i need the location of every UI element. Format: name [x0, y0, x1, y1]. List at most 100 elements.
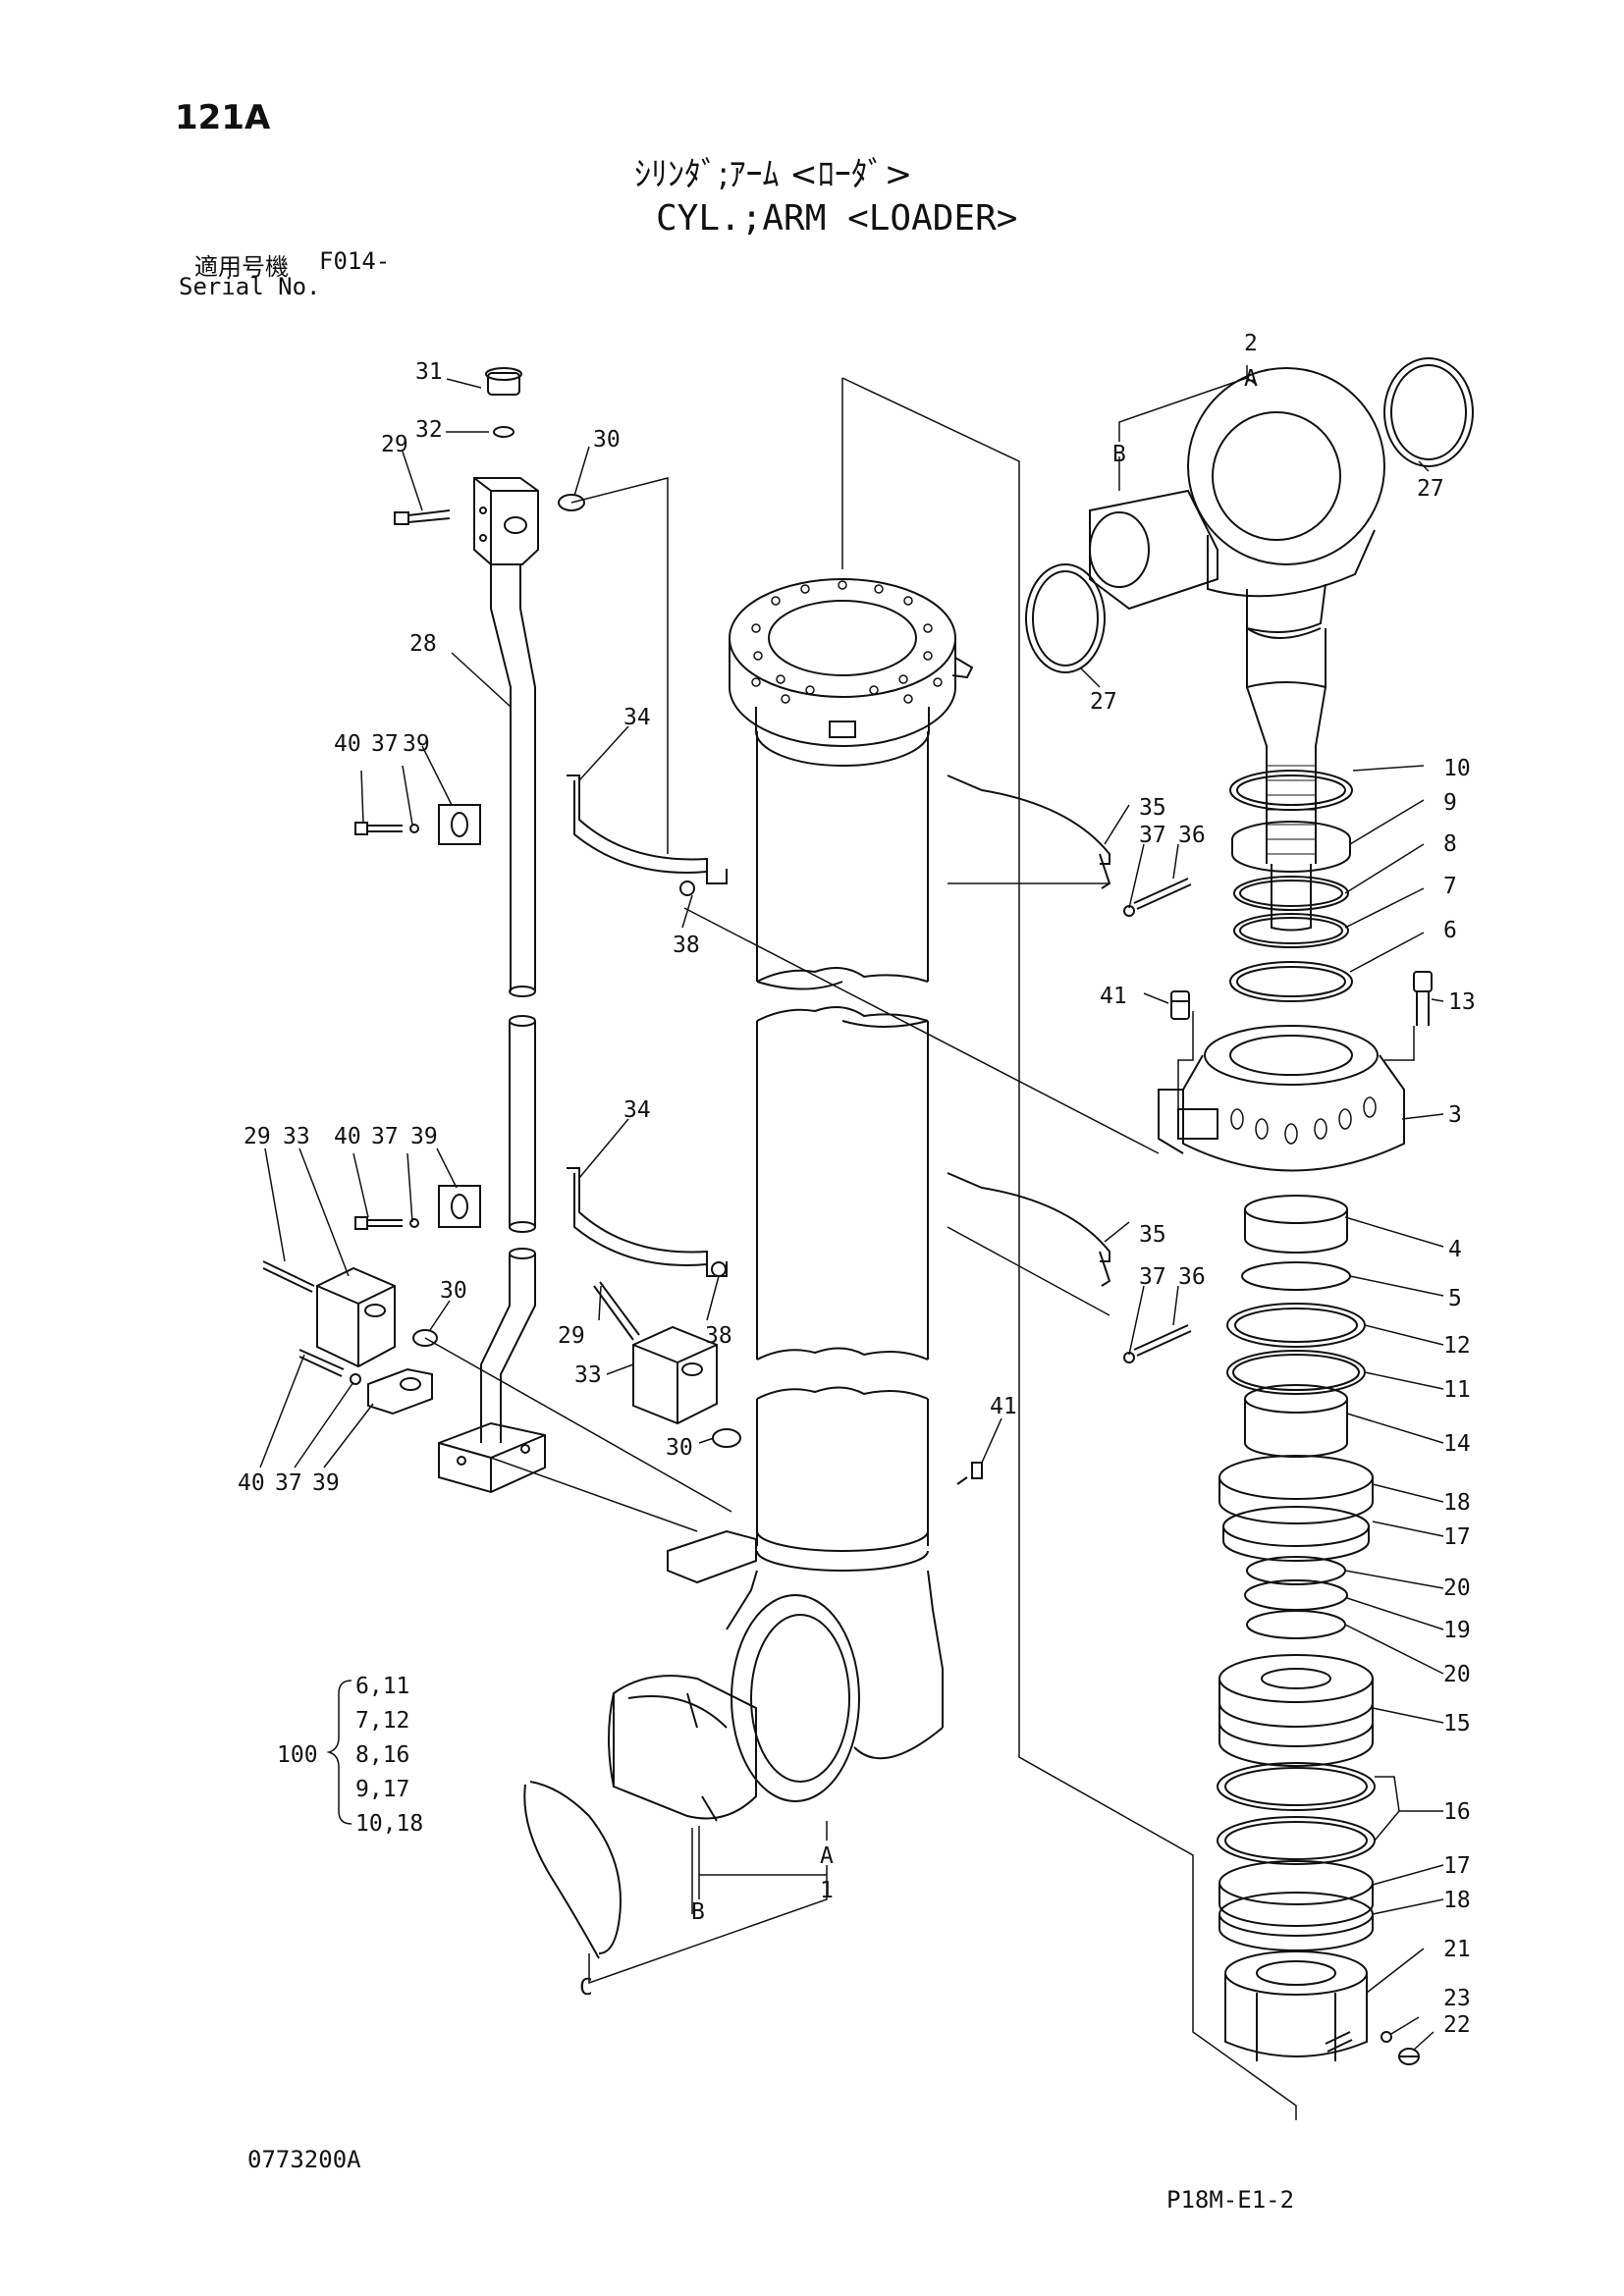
callout-10-top: 10	[1443, 756, 1471, 781]
callout-33-middle: 33	[574, 1362, 602, 1388]
callout-12: 12	[1443, 1333, 1471, 1359]
callout-40-left: 40	[238, 1470, 265, 1496]
bolt-part	[394, 509, 451, 525]
callout-30-top: 30	[593, 427, 621, 453]
seal-12-11	[1226, 1303, 1366, 1395]
kit-item-5: 10,18	[355, 1811, 423, 1837]
callout-36-lower: 36	[1178, 1264, 1206, 1290]
callout-19: 19	[1443, 1618, 1471, 1643]
callout-31: 31	[415, 359, 443, 385]
callout-c: C	[579, 1975, 593, 2001]
callout-40-middle: 40	[334, 1124, 361, 1149]
callout-20-lower: 20	[1443, 1662, 1471, 1687]
callout-b-bottom: B	[691, 1899, 705, 1925]
callout-27-left: 27	[1090, 689, 1117, 715]
cushion-ring	[1244, 1384, 1348, 1458]
callout-5: 5	[1448, 1286, 1462, 1311]
callout-37-left: 37	[275, 1470, 302, 1496]
callout-20-upper: 20	[1443, 1575, 1471, 1601]
callout-2: 2	[1244, 331, 1258, 356]
backup-rings	[1244, 1556, 1348, 1639]
callout-29-top: 29	[381, 432, 408, 457]
wear-rings-upper	[1218, 1455, 1374, 1562]
pipe-clamp-lower	[567, 1167, 1111, 1287]
kit-item-4: 9,17	[355, 1777, 409, 1802]
callout-32: 32	[415, 417, 443, 443]
kit-item-3: 8,16	[355, 1742, 409, 1768]
callout-34-lower: 34	[623, 1097, 651, 1123]
callout-27-right: 27	[1417, 476, 1444, 502]
callout-1: 1	[820, 1878, 834, 1903]
callout-38-lower: 38	[705, 1323, 732, 1349]
clamp-39-left	[367, 1367, 433, 1415]
seal-rings-upper	[1229, 770, 1353, 1002]
callout-a-top: A	[1244, 366, 1258, 392]
callout-37-right-upper: 37	[1139, 823, 1166, 848]
document-code: 0773200A	[247, 2146, 361, 2173]
serial-label: Serial No.	[179, 273, 321, 300]
callout-30-middle: 30	[666, 1435, 693, 1461]
callout-34-upper: 34	[623, 705, 651, 730]
callout-3: 3	[1448, 1102, 1462, 1128]
oring-30-middle	[712, 1428, 741, 1448]
callout-a-bottom: A	[820, 1843, 834, 1869]
kit-item-2: 7,12	[355, 1708, 409, 1734]
steel-ball	[1380, 2031, 1392, 2043]
cylinder-head	[1158, 1025, 1405, 1172]
callout-22: 22	[1443, 2012, 1471, 2038]
cylinder-tube	[667, 578, 974, 1802]
snap-ring-5	[1241, 1261, 1351, 1291]
wear-rings-lower	[1218, 1860, 1374, 1951]
callout-18-upper: 18	[1443, 1490, 1471, 1516]
callout-17-lower: 17	[1443, 1853, 1471, 1879]
sheet-code: P18M-E1-2	[1166, 2186, 1295, 2214]
callout-8-top: 8	[1443, 831, 1457, 857]
set-screw	[1398, 2048, 1420, 2065]
callout-4: 4	[1448, 1237, 1462, 1262]
head-bolt	[1413, 971, 1433, 1026]
callout-16: 16	[1443, 1799, 1471, 1825]
pipe-bottom-flange	[438, 1421, 546, 1494]
kit-number: 100	[277, 1742, 318, 1768]
bolt-row-upper	[354, 822, 419, 835]
pipe-upper	[490, 564, 536, 991]
callout-35-lower: 35	[1139, 1222, 1166, 1248]
bolt-row-middle	[354, 1216, 419, 1230]
bolt-29-left	[262, 1260, 315, 1293]
callout-37-right-lower: 37	[1139, 1264, 1166, 1290]
callout-39-middle: 39	[410, 1124, 438, 1149]
callout-33-left: 33	[283, 1124, 310, 1149]
callout-39-upper: 39	[403, 731, 430, 757]
clamp-block-upper	[438, 804, 481, 845]
callout-35-upper: 35	[1139, 795, 1166, 821]
callout-11: 11	[1443, 1377, 1471, 1403]
callout-37-middle: 37	[371, 1124, 399, 1149]
oring-part	[558, 494, 585, 511]
flange-block-left	[316, 1266, 396, 1368]
callout-numbers: 31 32 29 30 28 40 37 39 34 35 37 36 38 2…	[238, 331, 1476, 2038]
model-value: F014-	[319, 247, 391, 275]
clamp-block-middle	[438, 1185, 481, 1228]
piston-rod	[1246, 618, 1326, 932]
callout-29-middle: 29	[558, 1323, 585, 1349]
model-label: 適用号機	[194, 253, 289, 281]
leader-lines	[259, 365, 1444, 2120]
callout-36-upper: 36	[1178, 823, 1206, 848]
callout-b-top: B	[1112, 442, 1126, 467]
callout-18-lower: 18	[1443, 1888, 1471, 1913]
callout-28: 28	[409, 631, 437, 657]
grease-fitting-head	[1170, 990, 1190, 1020]
bushing-4	[1244, 1195, 1348, 1254]
callout-21: 21	[1443, 1937, 1471, 1962]
callout-17-upper: 17	[1443, 1524, 1471, 1550]
rod-eye	[1187, 357, 1474, 639]
callout-38-upper: 38	[673, 933, 700, 958]
oring-30-left	[412, 1329, 438, 1347]
callout-40-upper: 40	[334, 731, 361, 757]
kit-item-1: 6,11	[355, 1674, 409, 1699]
bolt-40-left	[298, 1349, 361, 1385]
pipe-top-block	[473, 477, 539, 565]
title-english: CYL.;ARM <LOADER>	[656, 198, 1018, 239]
callout-29-left: 29	[244, 1124, 271, 1149]
piston-nut	[1224, 1950, 1368, 2061]
